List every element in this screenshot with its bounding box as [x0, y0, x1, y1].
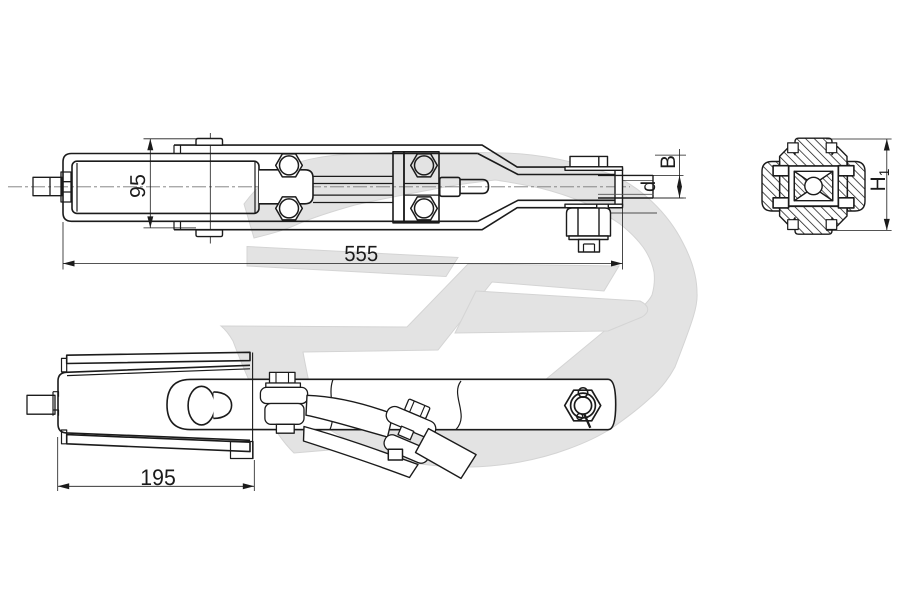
svg-text:95: 95	[126, 174, 150, 198]
svg-text:195: 195	[140, 465, 176, 490]
svg-text:B: B	[657, 155, 680, 169]
svg-text:555: 555	[344, 241, 378, 266]
svg-text:d: d	[638, 181, 660, 192]
